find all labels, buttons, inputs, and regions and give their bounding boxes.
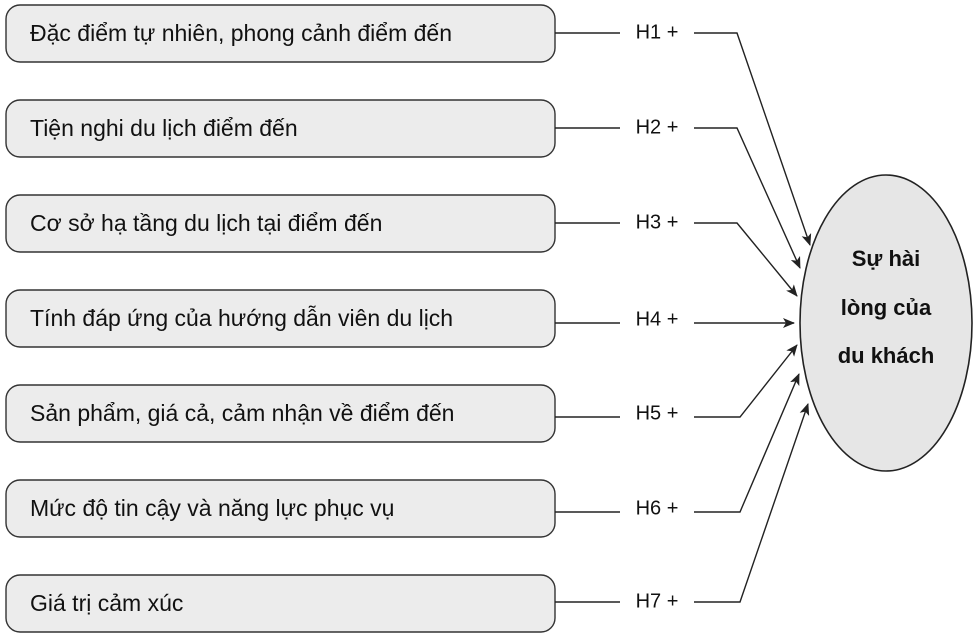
connector-h3 <box>555 222 798 297</box>
factor-box-7: Giá trị cảm xúc <box>5 574 556 633</box>
factor-label: Cơ sở hạ tầng du lịch tại điểm đến <box>30 210 382 236</box>
factor-box-3: Cơ sở hạ tầng du lịch tại điểm đến <box>5 194 556 253</box>
hypothesis-label-h5: H5 + <box>636 402 679 424</box>
outcome-line-3: du khách <box>838 343 935 368</box>
connector-h5 <box>555 344 798 418</box>
factor-label: Đặc điểm tự nhiên, phong cảnh điểm đến <box>30 20 452 46</box>
factor-box-5: Sản phẩm, giá cả, cảm nhận về điểm đến <box>5 384 556 443</box>
factor-box-4: Tính đáp ứng của hướng dẫn viên du lịch <box>5 289 556 348</box>
hypothesis-label-h3: H3 + <box>636 211 679 233</box>
outcome-line-1: Sự hài <box>852 246 921 271</box>
hypothesis-label-h2: H2 + <box>636 116 679 138</box>
factor-box-1: Đặc điểm tự nhiên, phong cảnh điểm đến <box>5 4 556 63</box>
connector-h6 <box>555 373 800 513</box>
connector-h2 <box>555 127 801 269</box>
factor-label: Tiện nghi du lịch điểm đến <box>30 115 298 141</box>
factor-box-6: Mức độ tin cậy và năng lực phục vụ <box>5 479 556 538</box>
hypothesis-label-h6: H6 + <box>636 497 679 519</box>
factor-label: Tính đáp ứng của hướng dẫn viên du lịch <box>30 305 453 331</box>
factor-label: Mức độ tin cậy và năng lực phục vụ <box>30 495 394 521</box>
outcome-line-2: lòng của <box>841 295 932 320</box>
factor-box-2: Tiện nghi du lịch điểm đến <box>5 99 556 158</box>
connector-h7 <box>555 403 810 603</box>
factor-label: Giá trị cảm xúc <box>30 590 183 616</box>
hypothesis-label-h4: H4 + <box>636 308 679 330</box>
connector-h1 <box>555 32 812 246</box>
outcome-node: Sự hài lòng của du khách <box>799 174 973 472</box>
factor-label: Sản phẩm, giá cả, cảm nhận về điểm đến <box>30 400 454 426</box>
hypothesis-label-h7: H7 + <box>636 590 679 612</box>
hypothesis-label-h1: H1 + <box>636 21 679 43</box>
